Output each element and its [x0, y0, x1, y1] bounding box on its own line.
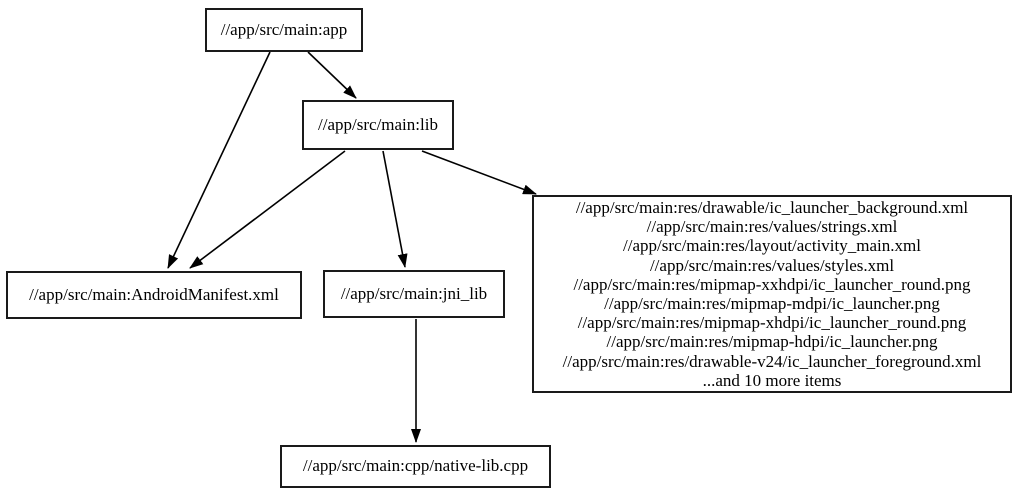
node-res-files-group: //app/src/main:res/drawable/ic_launcher_…: [532, 195, 1012, 393]
edge-app-to-lib: [307, 51, 357, 99]
res-file-line: //app/src/main:res/values/styles.xml: [649, 255, 895, 275]
node-lib-target: //app/src/main:lib: [302, 100, 454, 150]
edge-app-to-manifest: [167, 51, 271, 269]
res-file-line: //app/src/main:res/values/strings.xml: [646, 217, 898, 237]
edge-lib-to-jni-lib: [382, 150, 408, 268]
edge-lib-to-res: [421, 150, 537, 195]
node-android-manifest: //app/src/main:AndroidManifest.xml: [6, 271, 302, 319]
node-app-target: //app/src/main:app: [205, 8, 363, 52]
res-file-line: //app/src/main:res/mipmap-xhdpi/ic_launc…: [577, 313, 967, 333]
res-more-items-line: ...and 10 more items: [702, 370, 842, 390]
res-file-line: //app/src/main:res/mipmap-xxhdpi/ic_laun…: [573, 274, 971, 294]
res-file-line: //app/src/main:res/layout/activity_main.…: [623, 236, 921, 256]
node-native-lib-cpp: //app/src/main:cpp/native-lib.cpp: [280, 445, 551, 488]
res-file-line: //app/src/main:res/mipmap-mdpi/ic_launch…: [604, 294, 940, 313]
res-file-line: //app/src/main:res/mipmap-hdpi/ic_launch…: [606, 332, 938, 352]
res-file-line: //app/src/main:res/drawable-v24/ic_launc…: [562, 351, 982, 371]
edge-lib-to-manifest: [189, 150, 346, 269]
node-jni-lib: //app/src/main:jni_lib: [323, 270, 505, 318]
res-file-line: //app/src/main:res/drawable/ic_launcher_…: [575, 197, 969, 217]
